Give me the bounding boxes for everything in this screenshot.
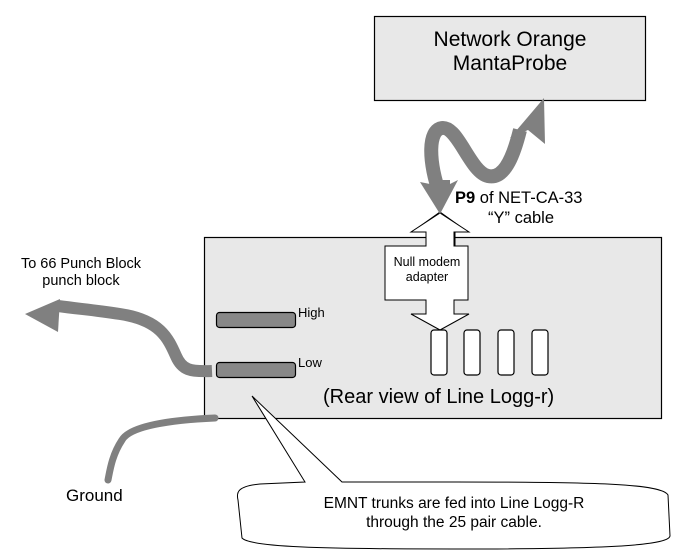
y-cable-name: of NET-CA-33: [475, 189, 583, 207]
high-label: High: [298, 305, 325, 320]
ground-cable: [104, 414, 219, 484]
high-connector: [215, 311, 297, 329]
punch-block-arrowhead: [25, 299, 60, 332]
punch-block-label: To 66 Punch Block punch block: [6, 256, 156, 290]
callout-line2: through the 25 pair cable.: [366, 514, 542, 531]
probe-arrowhead-up: [510, 98, 545, 144]
manta-probe-line2: MantaProbe: [452, 52, 568, 75]
probe-arrowhead-down: [420, 180, 458, 214]
callout-bubble: [236, 395, 671, 550]
null-modem-line1: Null modem: [393, 255, 461, 269]
punch-block-cable: [57, 300, 213, 378]
low-label: Low: [298, 355, 322, 370]
manta-probe-box: [373, 15, 647, 102]
callout-text: EMNT trunks are fed into Line Logg-R thr…: [238, 494, 670, 532]
arrow-neck-fill: [427, 235, 453, 247]
punch-block-line2: punch block: [42, 273, 120, 289]
rear-view-label: (Rear view of Line Logg-r): [323, 386, 555, 408]
ground-label: Ground: [66, 486, 123, 505]
y-cable-port: P9: [455, 189, 476, 207]
serial-port-2: [463, 329, 481, 376]
serial-port-3: [497, 329, 515, 376]
serial-port-1: [430, 329, 448, 376]
probe-cable: [424, 121, 527, 198]
y-cable-line2: “Y” cable: [488, 209, 555, 227]
null-modem-line2: adapter: [405, 270, 449, 284]
callout-line1: EMNT trunks are fed into Line Logg-R: [323, 495, 585, 512]
y-cable-line1: P9 of NET-CA-33: [455, 188, 582, 208]
null-modem-label: Null modem adapter: [385, 255, 469, 285]
y-cable-label: P9 of NET-CA-33 “Y” cable: [455, 188, 582, 228]
manta-probe-label: Network Orange MantaProbe: [374, 28, 646, 76]
manta-probe-line1: Network Orange: [433, 28, 587, 51]
low-connector: [215, 361, 297, 379]
punch-block-line1: To 66 Punch Block: [20, 256, 142, 272]
serial-port-4: [531, 329, 549, 376]
